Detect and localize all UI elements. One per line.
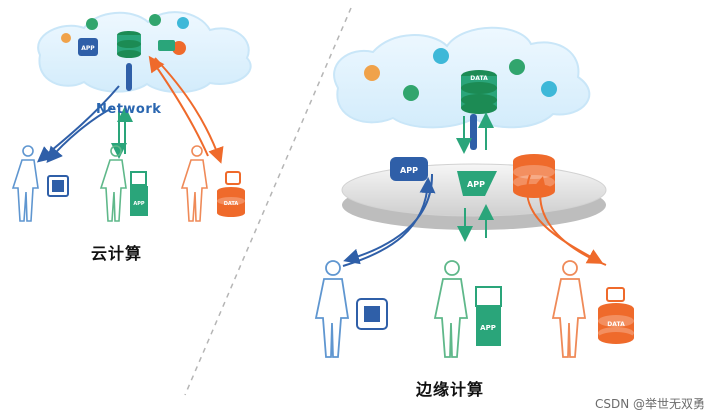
left-network-orange-line bbox=[154, 57, 224, 164]
svg-text:APP: APP bbox=[133, 201, 145, 207]
network-label: Network bbox=[96, 102, 162, 117]
svg-text:DATA: DATA bbox=[607, 321, 625, 328]
cloud-computing-caption: 云计算 bbox=[91, 244, 143, 263]
svg-text:APP: APP bbox=[467, 180, 485, 189]
app-icon bbox=[78, 38, 98, 56]
svg-text:APP: APP bbox=[81, 45, 95, 52]
edge-computing-caption: 边缘计算 bbox=[416, 380, 485, 399]
right-user-blue bbox=[314, 260, 350, 358]
left-data-stack-icon: DATA bbox=[217, 171, 245, 217]
right-orange-down-line bbox=[526, 174, 604, 264]
green-app-icon bbox=[149, 14, 161, 26]
green-car-icon bbox=[509, 59, 525, 75]
cyan-doc-icon bbox=[541, 81, 557, 97]
left-network-blue-line-2 bbox=[36, 85, 120, 163]
orange-doc-icon bbox=[364, 65, 380, 81]
platform-app-green: APP bbox=[457, 171, 497, 196]
svg-text:APP: APP bbox=[400, 166, 418, 175]
orange-database-icon bbox=[172, 41, 186, 55]
cyan-chart-icon bbox=[177, 17, 189, 29]
green-gear-icon-2 bbox=[403, 85, 419, 101]
left-cloud: APP bbox=[37, 11, 252, 94]
left-user-blue bbox=[11, 145, 39, 222]
right-orange-up-line bbox=[531, 176, 607, 266]
database-stack-icon bbox=[117, 31, 141, 58]
csdn-watermark: CSDN @举世无双勇 bbox=[594, 397, 705, 411]
svg-text:DATA: DATA bbox=[470, 75, 488, 82]
right-data-stack-small-icon: DATA bbox=[598, 287, 634, 344]
platform-app-blue: APP bbox=[390, 157, 428, 181]
right-app-terminal-icon: APP bbox=[475, 286, 502, 346]
cyan-bulb-icon bbox=[433, 48, 449, 64]
green-app-card-icon bbox=[158, 40, 175, 51]
left-chip-icon bbox=[47, 175, 69, 197]
left-server-pillar-icon bbox=[126, 63, 132, 91]
platform-data-orange bbox=[513, 154, 555, 198]
right-server-pillar-icon bbox=[470, 114, 477, 150]
right-chip-icon bbox=[356, 298, 388, 330]
svg-text:DATA: DATA bbox=[224, 201, 239, 207]
right-user-green bbox=[433, 260, 469, 358]
left-network-orange-line-2 bbox=[148, 55, 209, 157]
right-blue-up-line bbox=[342, 177, 436, 267]
svg-text:APP: APP bbox=[480, 324, 496, 332]
green-gear-icon bbox=[86, 18, 98, 30]
left-user-green bbox=[99, 145, 127, 222]
left-app-terminal-icon: APP bbox=[130, 171, 148, 216]
panel-divider bbox=[184, 7, 352, 396]
right-cloud: DATA bbox=[333, 26, 591, 129]
orange-node-icon bbox=[61, 33, 71, 43]
right-data-stack-icon: DATA bbox=[461, 70, 497, 114]
right-user-orange bbox=[551, 260, 587, 358]
left-user-orange bbox=[180, 145, 208, 222]
